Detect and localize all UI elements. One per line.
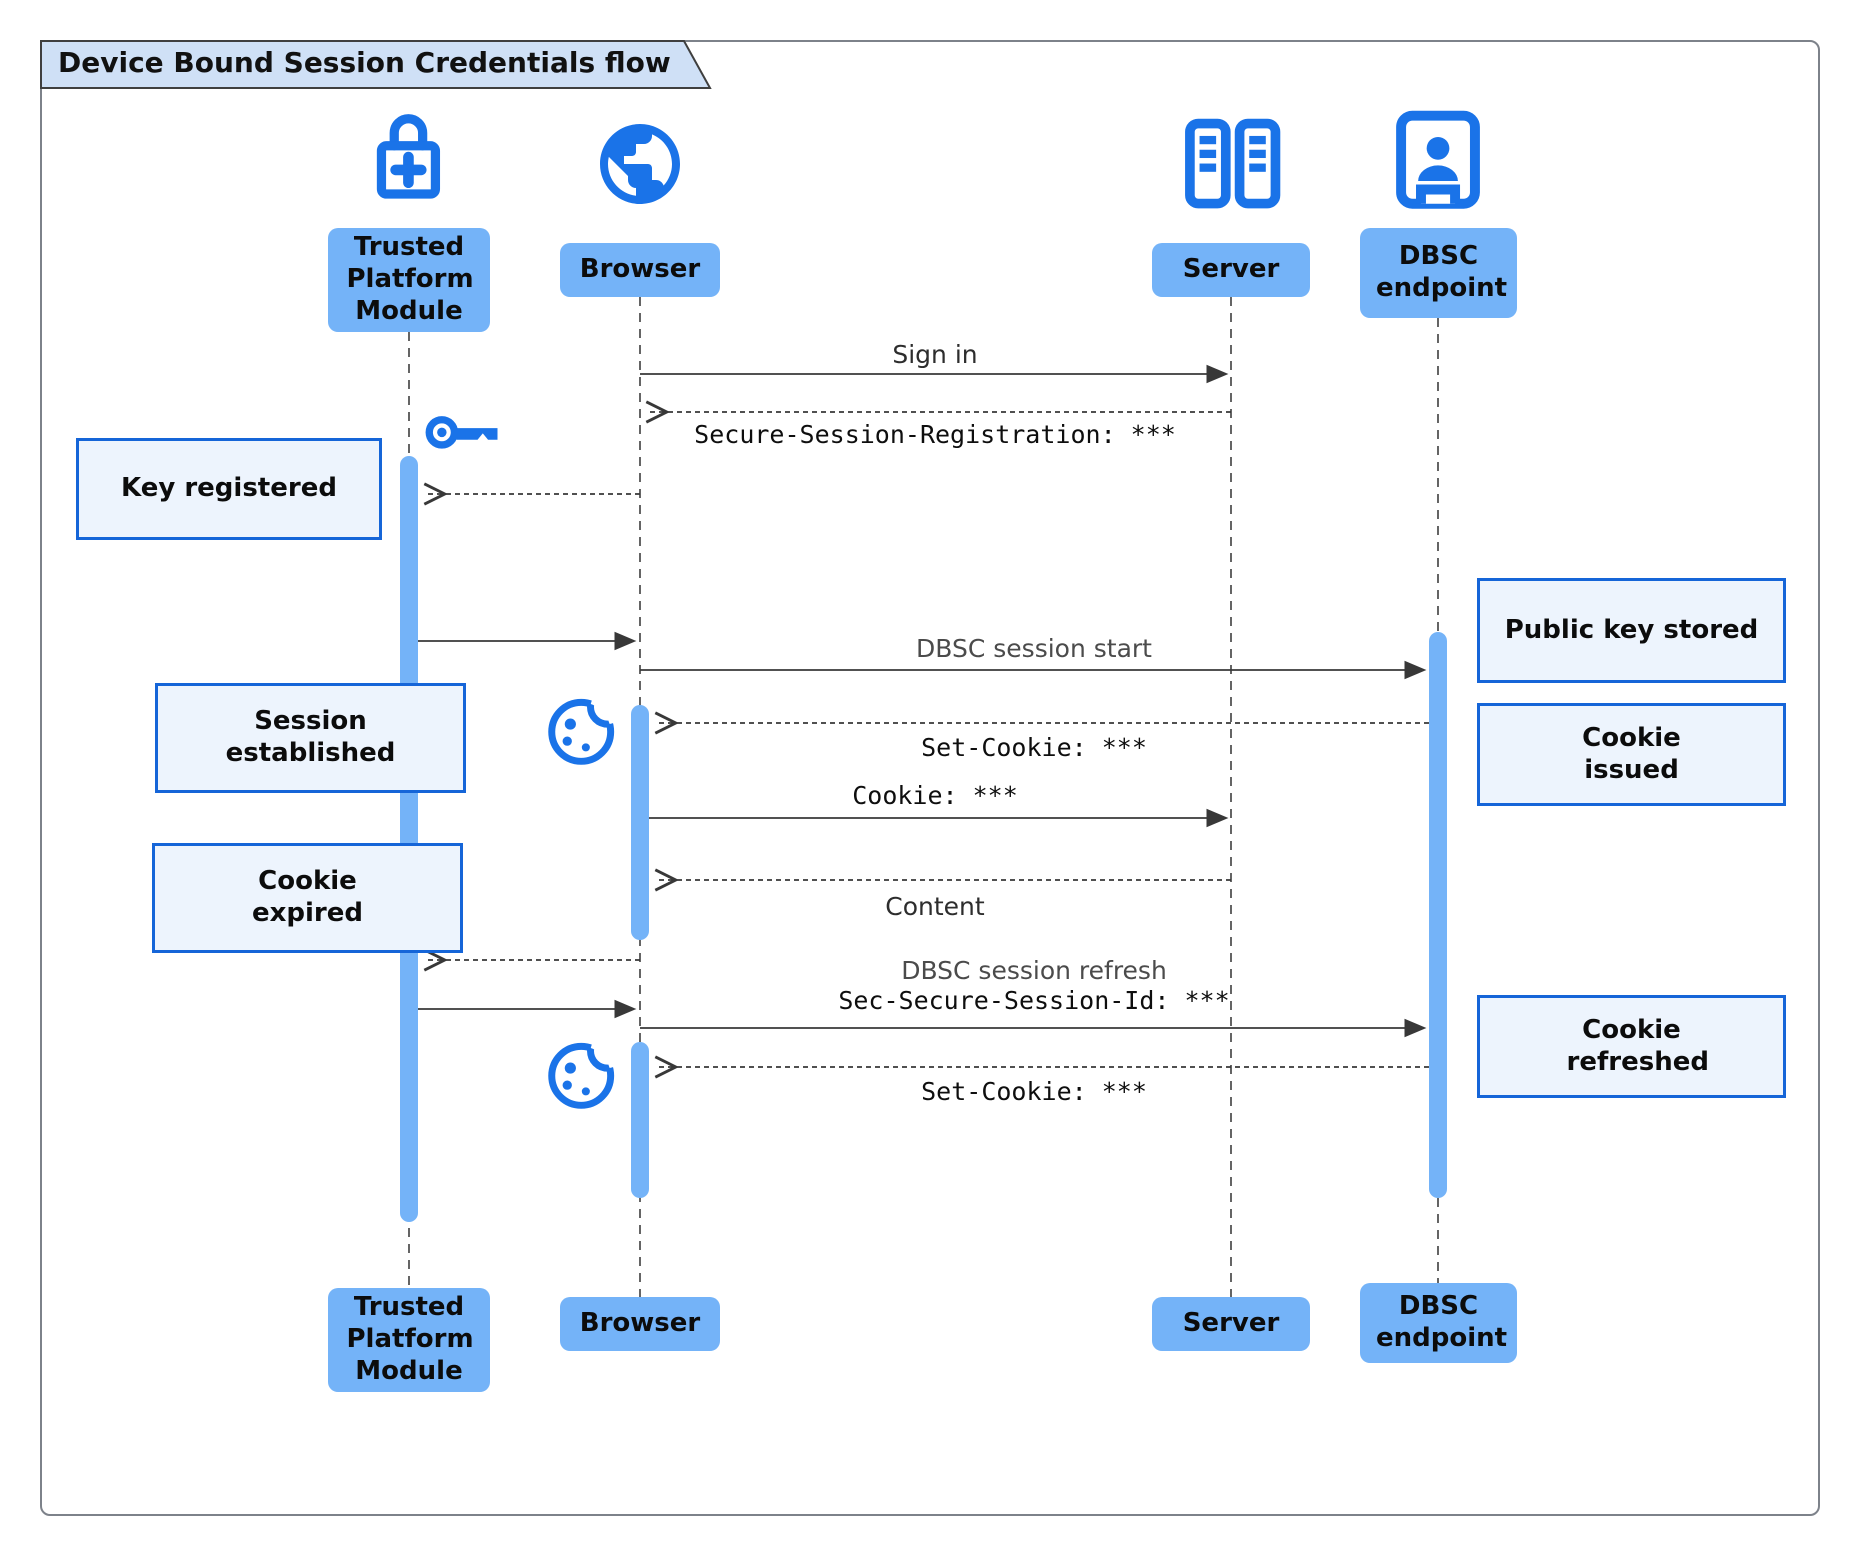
participant-dbsc-top: DBSC endpoint (1360, 228, 1517, 318)
participant-label: Server (1182, 254, 1280, 285)
door-person-icon (1396, 110, 1480, 209)
note-text: Session established (225, 706, 396, 768)
activation-bar-browser-2 (631, 1042, 649, 1198)
diagram-title: Device Bound Session Credentials flow (58, 46, 671, 79)
message-label-secure-session-registration: Secure-Session-Registration: *** (694, 420, 1176, 449)
activation-bar-dbsc (1429, 632, 1447, 1198)
message-label-sign-in: Sign in (892, 340, 978, 369)
message-label-set-cookie-2: Set-Cookie: *** (921, 1077, 1147, 1106)
participant-label: Browser (579, 1308, 701, 1339)
participant-label: Trusted Platform Module (346, 232, 474, 326)
lock-plus-icon (376, 114, 441, 199)
participant-browser-top: Browser (560, 243, 720, 297)
message-label-dbsc-session-start: DBSC session start (916, 634, 1152, 663)
cookie-icon (548, 1034, 625, 1109)
participant-label: Browser (579, 254, 701, 285)
message-label-set-cookie-1: Set-Cookie: *** (921, 733, 1147, 762)
participant-dbsc-bottom: DBSC endpoint (1360, 1283, 1517, 1363)
participant-label: DBSC endpoint (1376, 241, 1508, 303)
participant-browser-bottom: Browser (560, 1297, 720, 1351)
participant-server-top: Server (1152, 243, 1310, 297)
message-label-sec-secure-session-id: Sec-Secure-Session-Id: *** (838, 986, 1230, 1015)
participant-label: DBSC endpoint (1376, 1291, 1508, 1353)
participant-label: Trusted Platform Module (346, 1292, 474, 1386)
note-session-established: Session established (155, 683, 466, 793)
message-label-cookie: Cookie: *** (852, 781, 1018, 810)
cookie-icon (548, 690, 625, 765)
activation-bar-tpm (400, 456, 418, 1222)
note-text: Key registered (121, 473, 337, 504)
participant-tpm-bottom: Trusted Platform Module (328, 1288, 490, 1392)
globe-icon (600, 124, 680, 204)
note-text: Cookie refreshed (1566, 1014, 1709, 1077)
note-text: Cookie issued (1582, 722, 1681, 785)
note-cookie-expired: Cookie expired (152, 843, 463, 953)
note-public-key-stored: Public key stored (1477, 578, 1786, 683)
note-text: Cookie expired (252, 866, 363, 928)
diagram-title-tab (40, 40, 712, 89)
note-key-registered: Key registered (76, 438, 382, 540)
note-cookie-issued: Cookie issued (1477, 703, 1786, 806)
note-cookie-refreshed: Cookie refreshed (1477, 995, 1786, 1098)
server-rack-icon (1185, 118, 1281, 209)
participant-label: Server (1182, 1308, 1280, 1339)
message-label-content: Content (885, 892, 985, 921)
diagram-frame (40, 40, 1820, 1516)
message-label-dbsc-session-refresh: DBSC session refresh (901, 956, 1167, 985)
key-icon (425, 416, 498, 449)
participant-server-bottom: Server (1152, 1297, 1310, 1351)
note-text: Public key stored (1504, 614, 1759, 645)
activation-bar-browser-1 (631, 705, 649, 940)
participant-tpm-top: Trusted Platform Module (328, 228, 490, 332)
